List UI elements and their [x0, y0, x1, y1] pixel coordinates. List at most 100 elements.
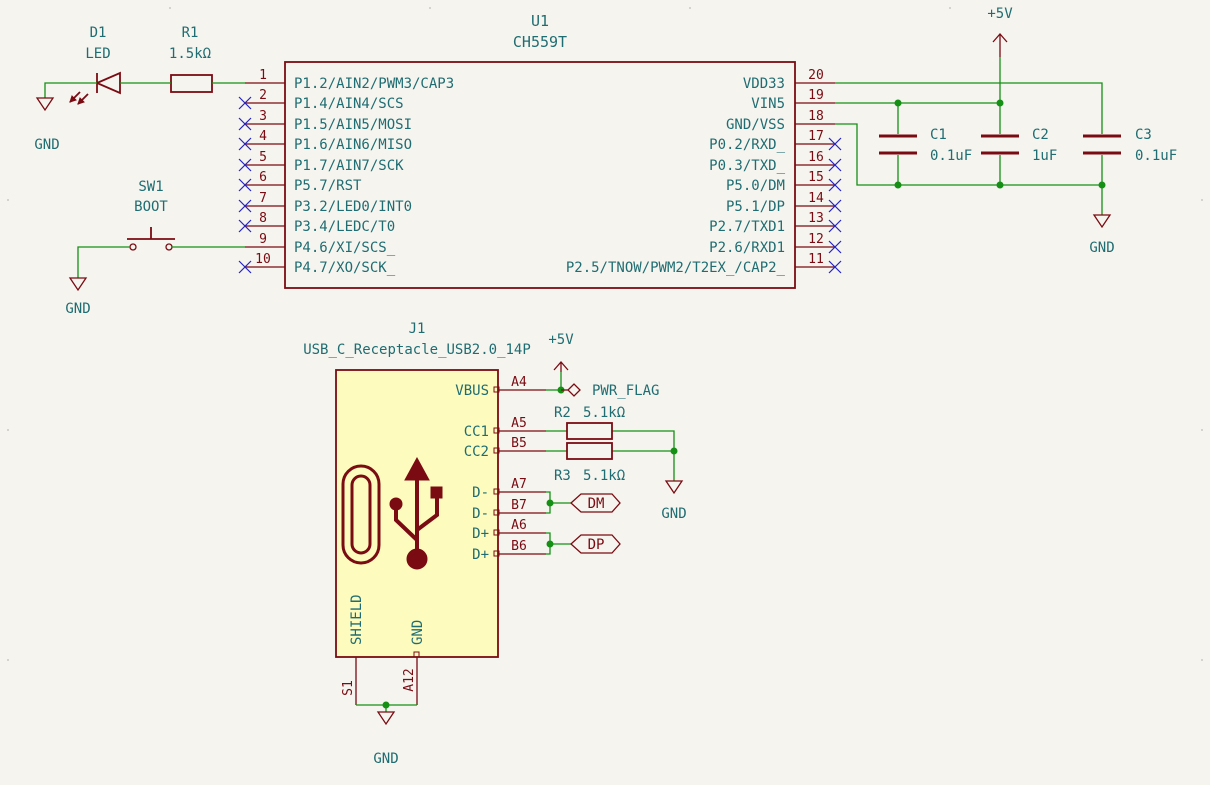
u1-pin-18: 18 GND/VSS	[726, 109, 835, 133]
j1-pin-a12: GND A12	[402, 620, 426, 705]
j1-pin-b7: D- B7	[472, 498, 546, 522]
vcc-label: +5V	[548, 332, 574, 348]
c3-ref: C3	[1135, 127, 1152, 143]
gnd-symbol-sw1: GND	[65, 277, 91, 317]
sw1-wires	[77, 246, 245, 278]
pin-number: 4	[259, 129, 267, 144]
gnd-label: GND	[1089, 240, 1114, 256]
r3-ref: R3	[554, 468, 571, 484]
pin-number: 12	[808, 232, 824, 247]
pwr-flag-label: PWR_FLAG	[592, 383, 659, 399]
no-connect-icon	[828, 178, 842, 192]
gnd-symbol-caps: GND	[1089, 214, 1115, 256]
pin-number: 5	[259, 150, 267, 165]
no-connect-icon	[238, 219, 252, 233]
u1-pin-2: 2 P1.4/AIN4/SCS	[245, 88, 404, 112]
pwr-flag-symbol: PWR_FLAG	[561, 383, 659, 399]
pin-name: P4.6/XI/SCS_	[294, 240, 396, 256]
pin-name: P2.7/TXD1	[709, 219, 785, 235]
vcc-symbol-vbus: +5V	[548, 332, 574, 372]
pin-name: D-	[472, 506, 489, 522]
r1-resistor[interactable]: R1 1.5kΩ	[169, 25, 213, 93]
pin-number: A5	[511, 416, 527, 431]
pin-number: 8	[259, 211, 267, 226]
r2-resistor[interactable]: R2 5.1kΩ	[554, 405, 625, 440]
u1-ref: U1	[531, 12, 549, 30]
gnd-label: GND	[373, 751, 398, 767]
pin-number: S1	[341, 680, 356, 696]
no-connect-icon	[828, 240, 842, 254]
j1-pin-a6: D+ A6	[472, 518, 546, 542]
power-wires	[835, 57, 1106, 215]
pin-name: P1.6/AIN6/MISO	[294, 137, 412, 153]
pin-name: P5.0/DM	[726, 178, 785, 194]
c2-ref: C2	[1032, 127, 1049, 143]
c1-ref: C1	[930, 127, 947, 143]
page-frame	[7, 7, 1203, 661]
pin-number: 7	[259, 191, 267, 206]
c2-value: 1uF	[1032, 148, 1057, 164]
c3-value: 0.1uF	[1135, 148, 1177, 164]
no-connect-markers	[238, 96, 842, 274]
j1-pin-a4: VBUS A4	[455, 375, 546, 399]
net-label-dp: DP	[570, 534, 621, 554]
u1-pin-13: 13 P2.7/TXD1	[709, 211, 835, 235]
pin-number: 15	[808, 170, 824, 185]
pin-name: P0.2/RXD_	[709, 137, 785, 153]
pin-name: CC2	[464, 444, 489, 460]
r1-value: 1.5kΩ	[169, 46, 211, 62]
j1-bottom-pins: SHIELD S1 GND A12	[341, 594, 426, 705]
pin-name: VBUS	[455, 383, 489, 399]
c3-capacitor[interactable]: C3 0.1uF	[1083, 127, 1177, 164]
pin-name: P0.3/TXD_	[709, 158, 785, 174]
pin-number: 16	[808, 150, 824, 165]
u1-pin-20: 20 VDD33	[743, 68, 835, 92]
j1-ref: J1	[409, 321, 426, 337]
net-label-text: DP	[588, 537, 605, 553]
no-connect-icon	[828, 158, 842, 172]
usb-c-port-icon	[341, 464, 381, 565]
j1-pin-b6: D+ B6	[472, 539, 546, 563]
pin-number: 11	[808, 252, 824, 267]
u1-pin-14: 14 P5.1/DP	[726, 191, 835, 215]
pin-number: 20	[808, 68, 824, 83]
gnd-symbol-cc: GND	[661, 480, 687, 522]
u1-pin-3: 3 P1.5/AIN5/MOSI	[245, 109, 412, 133]
no-connect-icon	[238, 117, 252, 131]
u1-chip[interactable]: U1 CH559T	[284, 12, 796, 289]
d1-ref: D1	[90, 25, 107, 41]
pin-name: P4.7/XO/SCK_	[294, 260, 396, 276]
u1-pin-1: 1 P1.2/AIN2/PWM3/CAP3	[245, 68, 454, 92]
pin-name: P5.7/RST	[294, 178, 362, 194]
u1-pin-11: 11 P2.5/TNOW/PWM2/T2EX_/CAP2_	[566, 252, 835, 276]
u1-pin-8: 8 P3.4/LEDC/T0	[245, 211, 395, 235]
r3-resistor[interactable]: R3 5.1kΩ	[554, 442, 625, 484]
u1-left-pins: 1 P1.2/AIN2/PWM3/CAP3 2 P1.4/AIN4/SCS 3 …	[245, 68, 454, 276]
sw1-ref: SW1	[138, 179, 163, 195]
vcc-symbol-top: +5V	[987, 6, 1013, 57]
j1-usb-c-connector[interactable]: J1 USB_C_Receptacle_USB2.0_14P	[303, 321, 531, 658]
c2-capacitor[interactable]: C2 1uF	[981, 127, 1057, 164]
j1-pin-b5: CC2 B5	[464, 436, 546, 460]
u1-right-pins: 20 VDD33 19 VIN5 18 GND/VSS 17 P0.2/RXD_…	[566, 68, 835, 276]
pin-name: D-	[472, 485, 489, 501]
no-connect-icon	[238, 137, 252, 151]
c1-capacitor[interactable]: C1 0.1uF	[879, 127, 972, 164]
u1-pin-4: 4 P1.6/AIN6/MISO	[245, 129, 412, 153]
pin-number: 14	[808, 191, 824, 206]
no-connect-icon	[828, 219, 842, 233]
pin-name: SHIELD	[349, 594, 365, 645]
j1-right-pins: VBUS A4 CC1 A5 CC2 B5 D- A7 D- B7 D+ A6	[455, 375, 546, 563]
sw1-switch[interactable]: SW1 BOOT	[127, 179, 175, 251]
pin-number: 6	[259, 170, 267, 185]
sw1-value: BOOT	[134, 199, 168, 215]
d1-led[interactable]: D1 LED	[69, 25, 121, 105]
pin-number: B7	[511, 498, 527, 513]
u1-pin-6: 6 P5.7/RST	[245, 170, 362, 194]
pin-number: 9	[259, 232, 267, 247]
no-connect-icon	[828, 260, 842, 274]
j1-pin-a7: D- A7	[472, 477, 546, 501]
pin-name: P2.6/RXD1	[709, 240, 785, 256]
vcc-label: +5V	[987, 6, 1013, 22]
